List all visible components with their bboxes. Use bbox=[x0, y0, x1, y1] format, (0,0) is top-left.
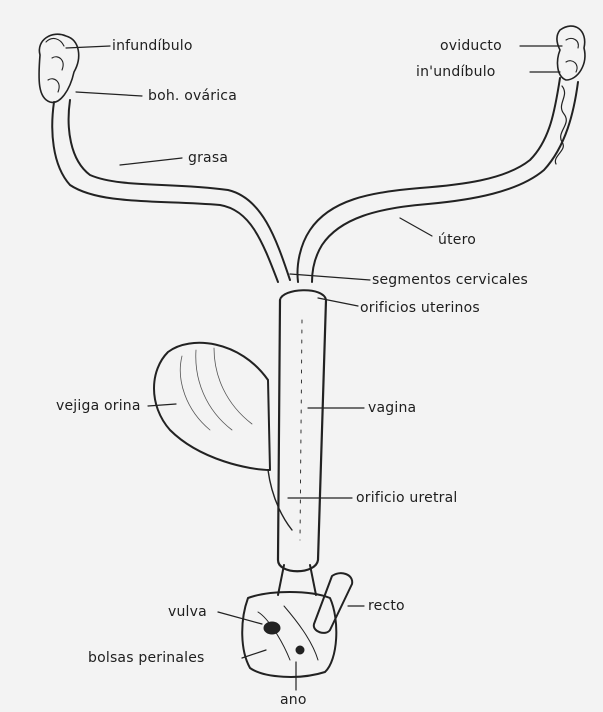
leader-grasa bbox=[120, 158, 182, 165]
leader-infundibulo-left bbox=[66, 46, 110, 48]
right-horn-outer bbox=[298, 78, 561, 282]
leader-vejiga bbox=[148, 404, 176, 406]
urethra bbox=[268, 470, 292, 530]
vestibule-neck bbox=[278, 565, 316, 595]
label-grasa: grasa bbox=[188, 150, 228, 166]
left-horn-outer bbox=[52, 102, 278, 282]
label-recto: recto bbox=[368, 598, 405, 614]
label-vulva: vulva bbox=[168, 604, 207, 620]
label-infundibulo-right: in'undíbulo bbox=[416, 64, 496, 80]
leader-orificios bbox=[318, 298, 358, 306]
right-horn-inner bbox=[312, 82, 578, 282]
label-bolsas-perinales: bolsas perinales bbox=[88, 650, 205, 666]
left-ovary bbox=[39, 34, 79, 102]
label-bolsa-ovarica: boh. ovárica bbox=[148, 88, 237, 104]
bladder-shading bbox=[180, 348, 252, 430]
left-horn-inner bbox=[69, 100, 290, 280]
right-ovary bbox=[557, 26, 585, 80]
bladder bbox=[154, 343, 270, 470]
label-utero: útero bbox=[438, 232, 476, 248]
right-infundibulum-fringe bbox=[566, 38, 578, 72]
leader-bolsa-ovarica bbox=[76, 92, 142, 96]
leader-segmentos bbox=[290, 274, 370, 280]
label-vejiga-orina: vejiga orina bbox=[56, 398, 141, 414]
label-ano: ano bbox=[280, 692, 307, 708]
label-segmentos-cervicales: segmentos cervicales bbox=[372, 272, 528, 288]
left-infundibulum-fringe bbox=[46, 39, 64, 92]
leader-utero bbox=[400, 218, 432, 236]
anal-opening bbox=[296, 646, 304, 654]
leader-vulva bbox=[218, 612, 262, 624]
label-vagina: vagina bbox=[368, 400, 416, 416]
label-orificios-uterinos: orificios uterinos bbox=[360, 300, 480, 316]
label-oviducto: oviducto bbox=[440, 38, 502, 54]
vagina-midline bbox=[300, 320, 302, 540]
vulva-opening bbox=[264, 622, 280, 634]
label-orificio-uretral: orificio uretral bbox=[356, 490, 457, 506]
label-infundibulo-left: infundíbulo bbox=[112, 38, 193, 54]
